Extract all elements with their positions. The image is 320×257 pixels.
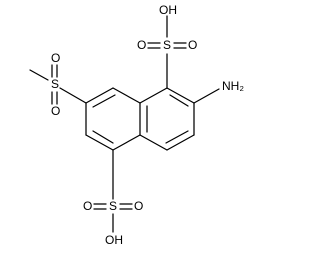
bond-c4-c4a — [112, 134, 141, 151]
sulfonic-acid-group-left: S O O — [29, 51, 87, 118]
oxygen-label: O — [137, 38, 146, 52]
bond-c4a-c5 — [139, 134, 168, 151]
double-bond-c3-c4 — [92, 130, 114, 144]
bond-c1-c2 — [85, 87, 114, 104]
sulfonic-acid-group-top: OH S O O — [137, 3, 197, 89]
bond-c-s-left — [59, 87, 87, 104]
sulfur-label: S — [163, 38, 171, 52]
sulfur-label: S — [109, 199, 117, 213]
bond-s-oh-left — [29, 69, 49, 81]
oxygen-label: O — [51, 51, 60, 65]
bond-c7-c8 — [166, 87, 195, 104]
nh2-label: NH₂ — [222, 79, 244, 93]
oh-label: OH — [159, 3, 177, 17]
double-bond-c5-c6 — [165, 130, 189, 144]
oxygen-label: O — [188, 38, 197, 52]
oh-label: OH — [105, 233, 123, 247]
sulfur-label: S — [51, 77, 59, 91]
naphthalene-skeleton — [85, 87, 195, 151]
bond-c8-c8a — [139, 87, 168, 104]
oxygen-label: O — [83, 199, 92, 213]
oxygen-label: O — [134, 199, 143, 213]
amino-group: NH₂ — [193, 79, 244, 104]
bond-c8a-c1 — [112, 87, 141, 104]
bond-c5-c6 — [166, 134, 195, 151]
double-bond-c1-c2 — [92, 94, 116, 108]
chemical-structure-diagram: OH S O O NH₂ S O O S O O OH — [29, 3, 244, 247]
bond-c-n — [193, 88, 220, 104]
sulfonic-acid-group-bottom: S O O OH — [83, 149, 143, 247]
oxygen-label: O — [51, 104, 60, 118]
double-bond-c7-c8 — [169, 94, 189, 107]
bond-c3-c4 — [85, 134, 114, 151]
